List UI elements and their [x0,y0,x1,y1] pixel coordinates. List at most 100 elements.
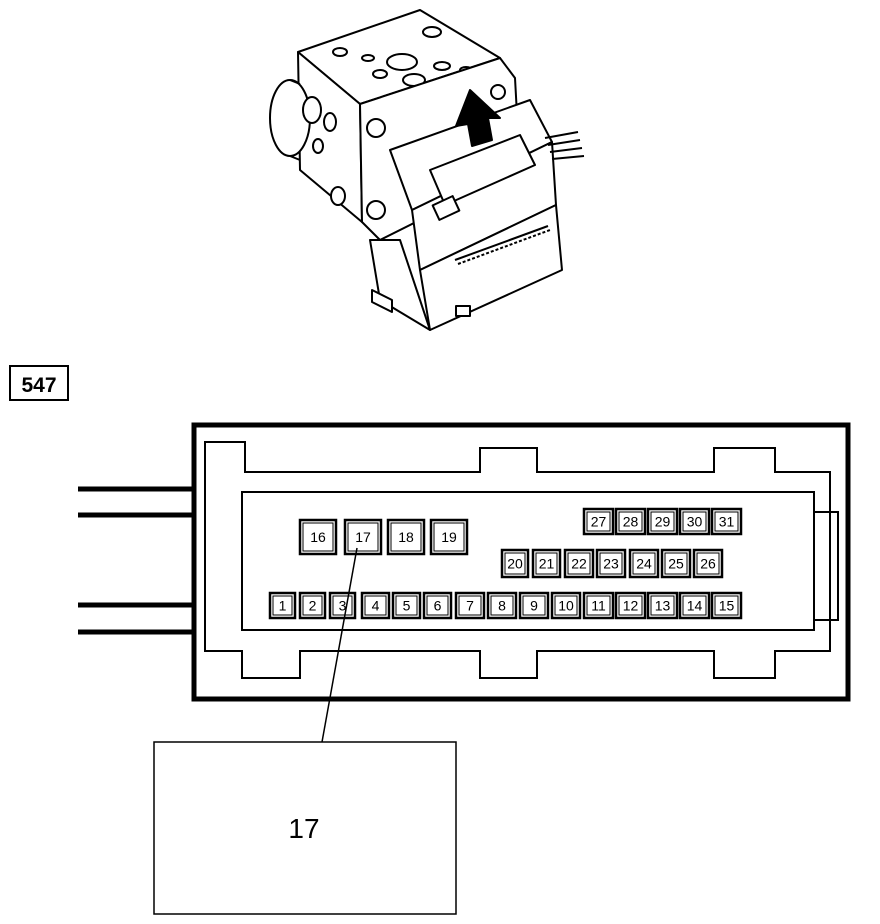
pin-1: 1 [268,591,297,620]
pin-label: 1 [279,598,287,614]
pin-label: 29 [655,514,671,530]
pin-2: 2 [298,591,327,620]
pin-box-inner [302,595,323,616]
pin-12: 12 [614,591,647,620]
pin-25: 25 [660,548,692,579]
pin-label: 31 [719,514,735,530]
pin-box-inner [567,552,591,575]
pin-label: 2 [309,598,317,614]
pin-3: 3 [328,591,357,620]
callout-box [153,741,457,915]
reference-number: 547 [21,374,56,397]
pin-box-inner [364,595,387,616]
pin-13: 13 [646,591,679,620]
pin-box-inner [426,595,449,616]
pin-box-inner [554,595,578,616]
pin-label: 7 [466,598,474,614]
abs-unit-illustration [269,9,585,331]
pin-label: 28 [623,514,639,530]
pin-box-inner [490,595,514,616]
pin-box-inner [618,595,643,616]
pin-10: 10 [550,591,582,620]
pin-19: 19 [429,518,469,556]
callout-leader-line [321,547,358,743]
pin-label: 13 [655,598,671,614]
pin-box-inner [714,595,739,616]
pin-9: 9 [518,591,550,620]
pin-label: 16 [310,529,326,545]
pin-label: 22 [571,556,587,572]
pin-box-inner [696,552,720,575]
pin-box-inner [714,511,739,532]
pin-label: 9 [530,598,538,614]
pin-label: 15 [719,598,735,614]
callout-label: 17 [288,813,319,844]
pin-label: 24 [636,556,652,572]
pin-label: 4 [372,598,380,614]
pin-5: 5 [391,591,422,620]
pin-11: 11 [582,591,615,620]
pin-box-inner [433,522,465,552]
pin-box-inner [395,595,418,616]
pin-box-inner [682,595,707,616]
pin-label: 19 [441,529,457,545]
pin-4: 4 [360,591,391,620]
pin-label: 27 [591,514,607,530]
pin-7: 7 [454,591,486,620]
pin-label: 6 [434,598,442,614]
pin-20: 20 [500,548,530,579]
connector-inner-profile [204,441,831,679]
pin-8: 8 [486,591,518,620]
pin-box-inner [682,511,707,532]
pin-label: 3 [339,598,347,614]
pin-label: 21 [539,556,555,572]
pin-21: 21 [531,548,562,579]
pin-label: 8 [498,598,506,614]
pin-18: 18 [386,518,426,556]
connector-latch [814,511,839,621]
pin-6: 6 [422,591,453,620]
pin-box-inner [390,522,422,552]
pin-24: 24 [628,548,660,579]
pin-box-inner [586,595,611,616]
pin-box-inner [632,552,656,575]
pin-label: 23 [603,556,619,572]
wire-harness [78,486,194,635]
pin-label: 12 [623,598,639,614]
pin-label: 25 [668,556,684,572]
pin-27: 27 [582,507,615,536]
pin-label: 11 [591,598,606,614]
pin-box-inner [650,511,675,532]
pin-box-inner [618,511,643,532]
pin-22: 22 [563,548,595,579]
pin-31: 31 [710,507,743,536]
pin-box-inner [272,595,293,616]
pin-box-inner [347,522,379,552]
pin-label: 20 [507,556,523,572]
pin-box-inner [504,552,526,575]
pin-label: 10 [558,598,574,614]
pin-14: 14 [678,591,711,620]
pin-box-inner [586,511,611,532]
pin-30: 30 [678,507,711,536]
pin-box-inner [302,522,334,552]
pin-label: 5 [403,598,411,614]
pin-label: 18 [398,529,414,545]
pin-box-inner [522,595,546,616]
pin-26: 26 [692,548,724,579]
pin-16: 16 [298,518,338,556]
pin-17: 17 [343,518,383,556]
pin-box-inner [650,595,675,616]
pin-box-inner [458,595,482,616]
pin-label: 26 [700,556,716,572]
pin-label: 30 [687,514,703,530]
pin-15: 15 [710,591,743,620]
pin-23: 23 [595,548,627,579]
pin-box-inner [599,552,623,575]
reference-number-box [9,365,69,401]
pin-label: 17 [355,529,371,545]
pin-label: 14 [687,598,703,614]
pin-28: 28 [614,507,647,536]
